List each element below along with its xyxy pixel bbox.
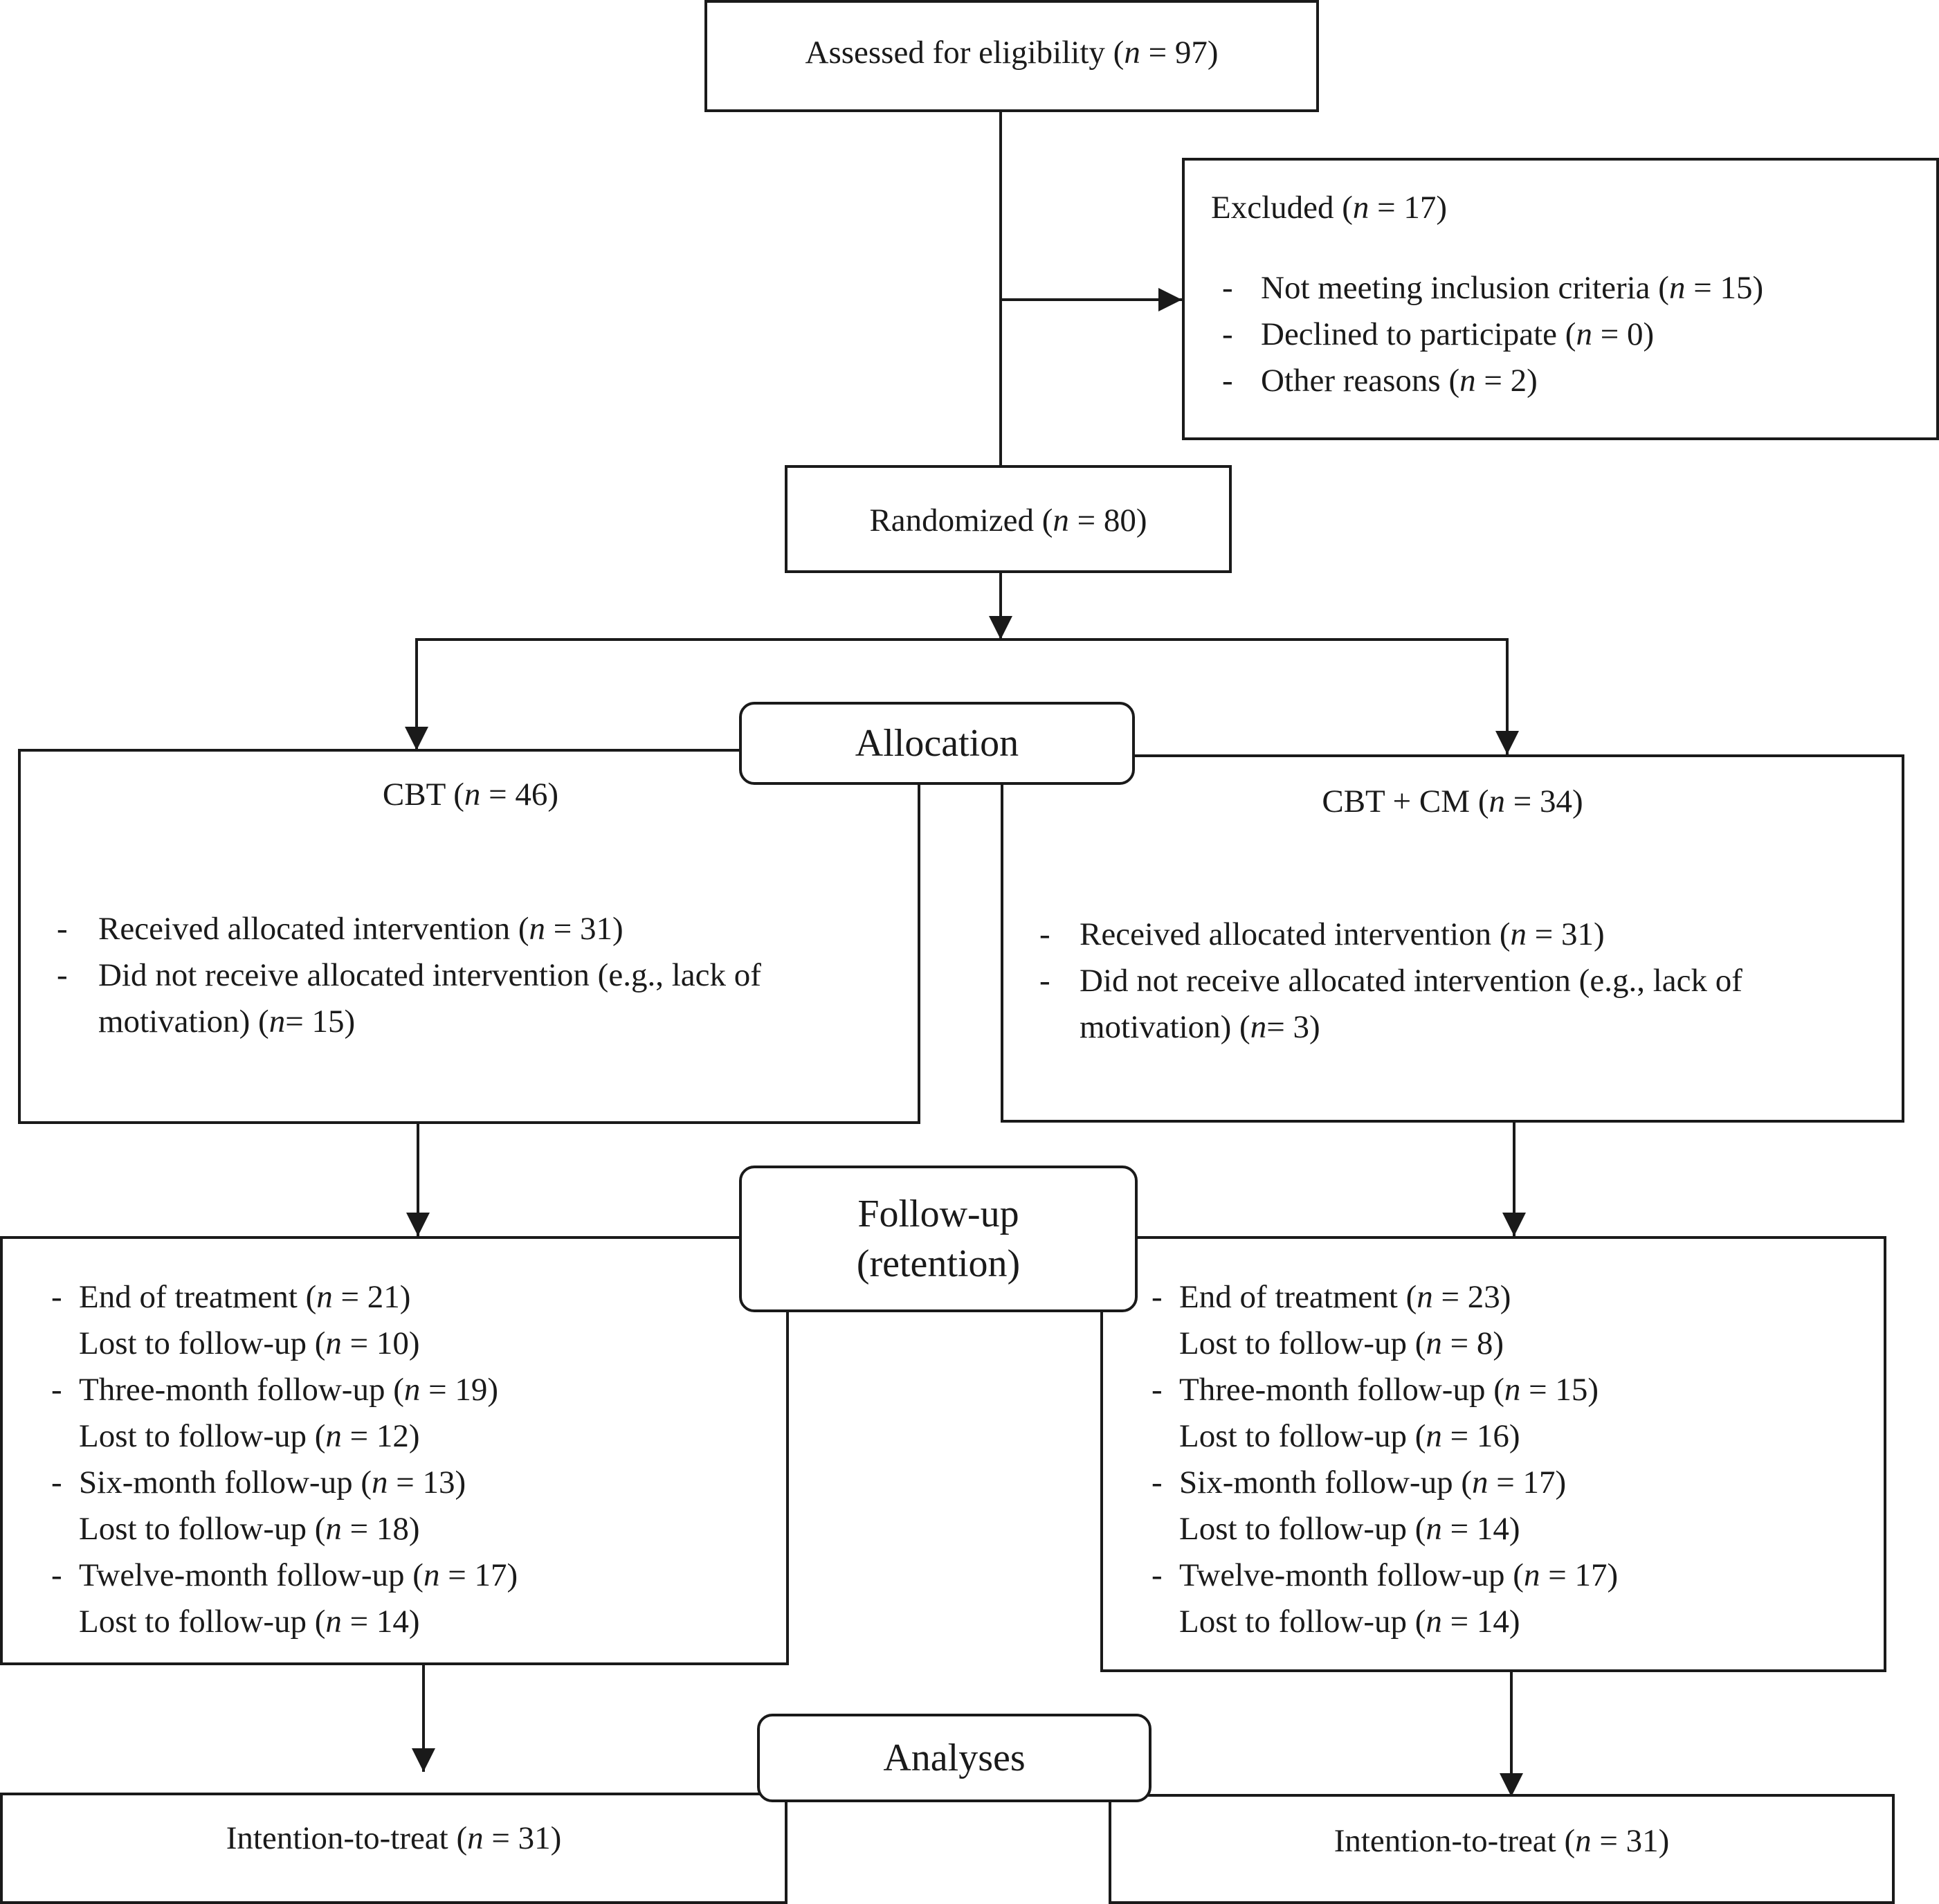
allocation-stage-label: Allocation bbox=[739, 702, 1135, 785]
lost-to-followup: Lost to follow-up (n = 14) bbox=[1179, 1604, 1520, 1640]
bullet: - bbox=[1151, 1465, 1163, 1500]
followup-timepoint: Twelve-month follow-up (n = 17) bbox=[79, 1557, 518, 1593]
cbtcm-title: CBT + CM (n = 34) bbox=[1322, 783, 1583, 819]
bullet: - bbox=[1151, 1557, 1163, 1593]
split-line bbox=[415, 638, 1509, 749]
cbt-not-received: Did not receive allocated intervention (… bbox=[98, 957, 761, 993]
cbt-itt-box: Intention-to-treat (n = 31) bbox=[0, 1793, 788, 1904]
lost-to-followup: Lost to follow-up (n = 14) bbox=[1179, 1511, 1520, 1547]
bullet: - bbox=[1222, 363, 1233, 399]
cbt-title: CBT (n = 46) bbox=[382, 777, 559, 813]
cbtcm-allocation-box: CBT + CM (n = 34) - Received allocated i… bbox=[1001, 754, 1904, 1123]
cbtcm-itt-box: Intention-to-treat (n = 31) bbox=[1109, 1794, 1895, 1904]
randomized-box: Randomized (n = 80) bbox=[785, 465, 1232, 573]
cbtcm-received: Received allocated intervention (n = 31) bbox=[1080, 916, 1605, 952]
excluded-title: Excluded (n = 17) bbox=[1211, 190, 1448, 226]
analyses-stage-label: Analyses bbox=[757, 1714, 1151, 1802]
followup-timepoint: Three-month follow-up (n = 15) bbox=[1179, 1372, 1599, 1408]
followup-timepoint: Twelve-month follow-up (n = 17) bbox=[1179, 1557, 1619, 1593]
randomized-text: Randomized (n = 80) bbox=[869, 502, 1147, 538]
cbt-followup-box: -End of treatment (n = 21)Lost to follow… bbox=[0, 1236, 789, 1665]
bullet: - bbox=[51, 1465, 62, 1500]
bullet: - bbox=[51, 1557, 62, 1593]
cbt-itt-text: Intention-to-treat (n = 31) bbox=[226, 1820, 562, 1856]
bullet: - bbox=[51, 1372, 62, 1408]
followup-timepoint: Three-month follow-up (n = 19) bbox=[79, 1372, 499, 1408]
lost-to-followup: Lost to follow-up (n = 10) bbox=[79, 1325, 420, 1361]
bullet: - bbox=[1222, 316, 1233, 352]
bullet: - bbox=[57, 911, 68, 947]
lost-to-followup: Lost to follow-up (n = 12) bbox=[79, 1418, 420, 1454]
bullet: - bbox=[1151, 1279, 1163, 1315]
lost-to-followup: Lost to follow-up (n = 16) bbox=[1179, 1418, 1520, 1454]
cbtcm-not-received: Did not receive allocated intervention (… bbox=[1080, 963, 1742, 999]
bullet: - bbox=[51, 1279, 62, 1315]
bullet: - bbox=[57, 957, 68, 993]
followup-stage-label: Follow-up (retention) bbox=[739, 1166, 1138, 1312]
bullet: - bbox=[1222, 270, 1233, 306]
bullet: - bbox=[1039, 963, 1050, 999]
assessed-text: Assessed for eligibility (n = 97) bbox=[805, 35, 1219, 71]
lost-to-followup: Lost to follow-up (n = 18) bbox=[79, 1511, 420, 1547]
followup-timepoint: Six-month follow-up (n = 13) bbox=[79, 1465, 466, 1500]
assessed-box: Assessed for eligibility (n = 97) bbox=[704, 0, 1319, 112]
lost-to-followup: Lost to follow-up (n = 14) bbox=[79, 1604, 420, 1640]
cbt-allocation-box: CBT (n = 46) - Received allocated interv… bbox=[18, 749, 920, 1124]
bullet: - bbox=[1039, 916, 1050, 952]
lost-to-followup: Lost to follow-up (n = 8) bbox=[1179, 1325, 1504, 1361]
bullet: - bbox=[1151, 1372, 1163, 1408]
excluded-item: Other reasons (n = 2) bbox=[1261, 363, 1538, 399]
followup-timepoint: Six-month follow-up (n = 17) bbox=[1179, 1465, 1567, 1500]
followup-timepoint: End of treatment (n = 21) bbox=[79, 1279, 411, 1315]
excluded-item: Not meeting inclusion criteria (n = 15) bbox=[1261, 270, 1764, 306]
cbtcm-itt-text: Intention-to-treat (n = 31) bbox=[1333, 1823, 1670, 1859]
cbtcm-followup-box: -End of treatment (n = 23)Lost to follow… bbox=[1100, 1236, 1886, 1672]
followup-timepoint: End of treatment (n = 23) bbox=[1179, 1279, 1511, 1315]
cbt-not-received-cont: motivation) (n= 15) bbox=[98, 1004, 356, 1040]
excluded-box: Excluded (n = 17) - Not meeting inclusio… bbox=[1182, 158, 1939, 440]
cbtcm-not-received-cont: motivation) (n= 3) bbox=[1080, 1009, 1320, 1045]
excluded-item: Declined to participate (n = 0) bbox=[1261, 316, 1655, 352]
cbt-received: Received allocated intervention (n = 31) bbox=[98, 911, 623, 947]
